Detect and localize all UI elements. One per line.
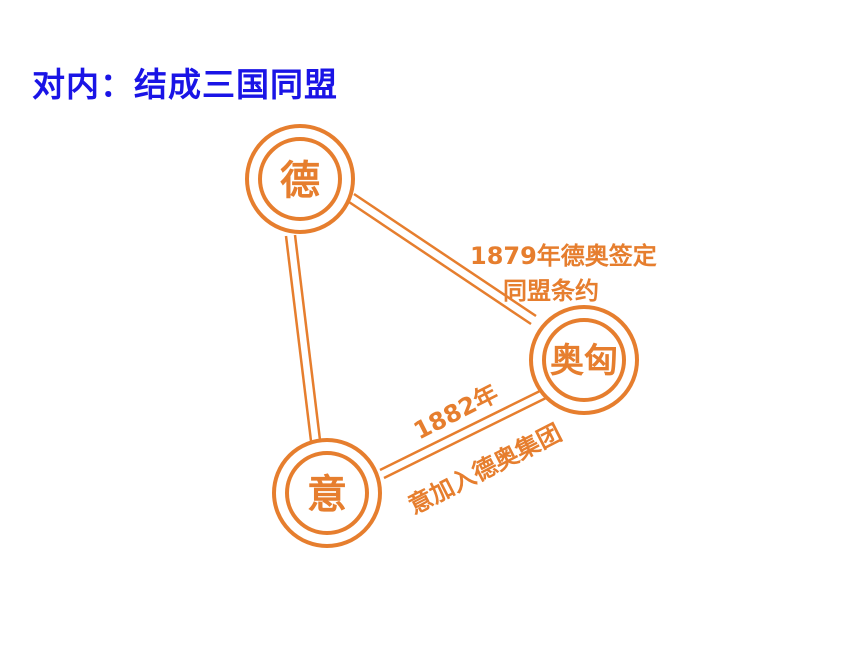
- node-austria-label: 奥匈: [550, 341, 618, 381]
- page-title: 对内：结成三国同盟: [32, 65, 338, 104]
- node-italy: 意: [272, 438, 382, 548]
- node-germany: 德: [245, 124, 355, 234]
- node-austria-inner-ring: [542, 318, 626, 402]
- connector-austria-italy: [379, 388, 547, 480]
- node-austria: 奥匈: [529, 305, 639, 415]
- connector-germany-austria: [348, 192, 537, 326]
- edge-label-germany-austria-line2: 同盟条约: [503, 277, 599, 305]
- connector-germany-italy: [284, 234, 322, 442]
- edge-label-austria-italy-line1: 1882年: [409, 379, 503, 445]
- edge-label-germany-austria-line1: 1879年德奥签定: [470, 242, 657, 270]
- node-italy-inner-ring: [285, 451, 369, 535]
- node-italy-label: 意: [307, 472, 347, 518]
- node-germany-inner-ring: [258, 137, 342, 221]
- edge-label-germany-austria: 1879年德奥签定 同盟条约: [470, 242, 657, 305]
- node-germany-label: 德: [280, 158, 320, 204]
